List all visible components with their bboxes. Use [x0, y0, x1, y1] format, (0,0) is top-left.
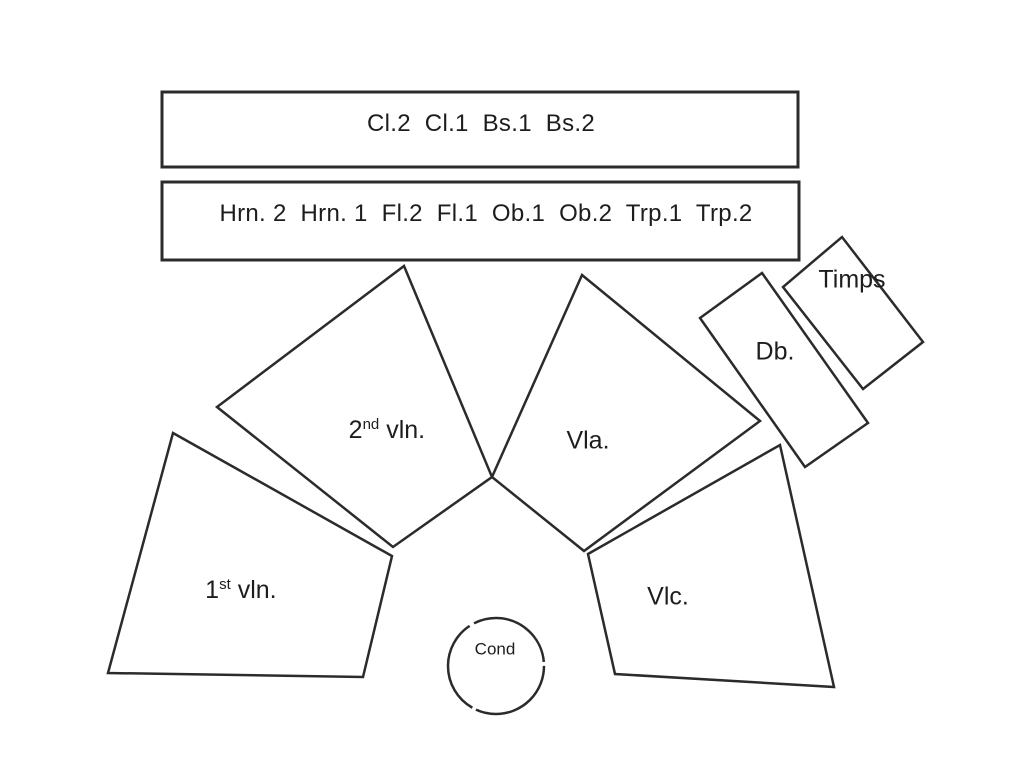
- first-violins-name: vln.: [230, 576, 277, 604]
- second-violins-name: vln.: [379, 416, 426, 444]
- cellos-area: [586, 443, 836, 689]
- conductor-label: Cond: [474, 639, 516, 659]
- horn-flute-oboe-trumpet-row-label: Hrn. 2 Hrn. 1 Fl.2 Fl.1 Ob.1 Ob.2 Trp.1 …: [219, 200, 753, 227]
- violas-label: Vla.: [566, 426, 610, 455]
- clarinet-bassoon-row-box: [160, 90, 800, 169]
- second-violins-label: 2nd vln.: [321, 392, 425, 468]
- second-violins-area: [214, 264, 494, 549]
- conductor-circle: [446, 616, 546, 716]
- second-violins-number: 2: [348, 416, 363, 444]
- first-violins-ordinal-suffix: st: [219, 576, 231, 593]
- double-basses-area: [698, 271, 870, 469]
- violas-area: [490, 272, 763, 553]
- horn-flute-oboe-trumpet-row-box: [160, 180, 801, 262]
- second-violins-ordinal-suffix: nd: [362, 416, 380, 433]
- cellos-label: Vlc.: [647, 582, 689, 611]
- first-violins-area: [106, 431, 394, 679]
- timpani-label: Timps: [818, 265, 886, 294]
- timpani-area: [781, 235, 925, 391]
- clarinet-bassoon-row-label: Cl.2 Cl.1 Bs.1 Bs.2: [366, 110, 596, 137]
- first-violins-label: 1st vln.: [177, 552, 276, 628]
- double-basses-label: Db.: [755, 337, 795, 366]
- first-violins-number: 1: [205, 576, 220, 604]
